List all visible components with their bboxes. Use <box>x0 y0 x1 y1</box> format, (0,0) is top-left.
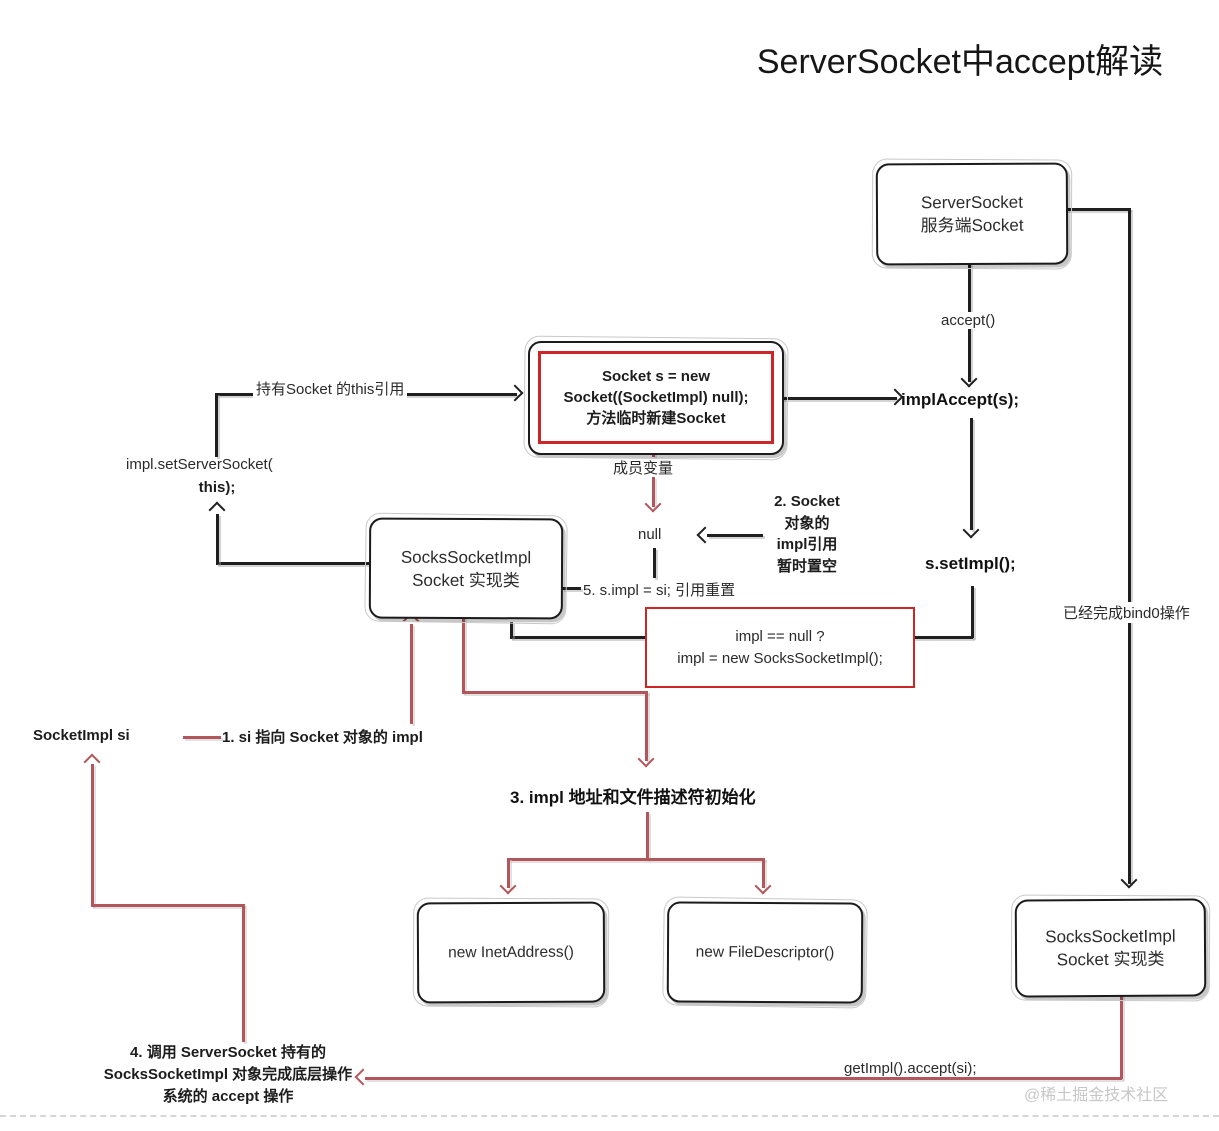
connector-step3-split-h <box>507 858 765 861</box>
connector-socksleft-down-v1 <box>462 613 465 693</box>
page-title: ServerSocket中accept解读 <box>756 43 1164 81</box>
label-null: null <box>638 526 662 543</box>
label-socketimpl-si: SocketImpl si <box>33 727 130 744</box>
node-new-inetaddress: new InetAddress() <box>416 901 606 1004</box>
label-member-var: 成员变量 <box>613 460 674 477</box>
connector-step2-to-null <box>707 534 763 537</box>
node-serversocket: ServerSocket 服务端Socket <box>875 162 1069 266</box>
connector-step4-h <box>91 904 244 907</box>
dash-step1 <box>183 736 221 739</box>
node-new-socket-line1: Socket s = new <box>602 368 710 385</box>
label-setserversocket-line2: this); <box>198 479 236 496</box>
arrowhead-up-setserversocket <box>208 501 226 519</box>
connector-socksleft-to-setserversocket-h <box>216 562 373 565</box>
connector-socksleft-down-h <box>462 691 648 694</box>
label-step2-line2: 对象的 <box>784 514 830 532</box>
connector-step4-down-v <box>242 904 245 1042</box>
label-step4-line1: 4. 调用 ServerSocket 持有的 <box>130 1044 326 1061</box>
connector-socksleft-to-setserversocket-v <box>216 514 219 564</box>
connector-serversocket-to-right-edge <box>1062 208 1130 211</box>
label-step4-line2: SocksSocketImpl 对象完成底层操作 <box>103 1066 353 1083</box>
node-new-socket-red-frame: Socket s = new Socket((SocketImpl) null)… <box>538 351 774 444</box>
node-impl-null-check: impl == null ? impl = new SocksSocketImp… <box>645 607 915 688</box>
node-new-filedescriptor: new FileDescriptor() <box>666 901 864 1004</box>
label-step5: 5. s.impl = si; 引用重置 <box>583 582 736 599</box>
node-socksimpl-left: SocksSocketImpl Socket 实现类 <box>368 517 564 620</box>
label-step2: 2. Socket 对象的 impl引用 暂时置空 <box>758 491 856 577</box>
node-serversocket-line1: ServerSocket <box>920 192 1024 213</box>
arrowhead-right-into-newsocket <box>506 384 524 402</box>
arrowhead-down-null <box>644 495 662 513</box>
connector-step4-up-v <box>91 764 94 906</box>
connector-split-right-v <box>762 858 765 888</box>
arrowhead-down-filedescriptor <box>754 877 772 895</box>
arrowhead-left-null <box>696 526 714 544</box>
node-socksimpl-right-line1: SocksSocketImpl <box>1045 926 1176 947</box>
label-step2-line3: impl引用 <box>776 536 838 553</box>
node-socksimpl-right: SocksSocketImpl Socket 实现类 <box>1014 898 1207 998</box>
label-step1: 1. si 指向 Socket 对象的 impl <box>222 729 423 746</box>
label-setimpl: s.setImpl(); <box>922 554 1019 574</box>
connector-null-bar <box>653 548 656 578</box>
connector-socksright-down <box>1120 992 1123 1079</box>
label-accept-call: accept() <box>938 312 999 329</box>
arrowhead-down-setimpl <box>962 521 980 539</box>
connector-implaccept-to-setimpl <box>970 418 973 530</box>
label-step4-line3: 系统的 accept 操作 <box>162 1088 294 1105</box>
connector-thisref-vertical <box>215 393 218 457</box>
node-socksimpl-right-line2: Socket 实现类 <box>1056 949 1165 970</box>
node-socksimpl-left-line1: SocksSocketImpl <box>400 547 532 567</box>
connector-setimpl-down <box>971 586 974 638</box>
connector-socksleft-down-v2 <box>645 691 648 761</box>
label-step4: 4. 调用 ServerSocket 持有的 SocksSocketImpl 对… <box>83 1042 373 1108</box>
node-impl-null-check-line1: impl == null ? <box>735 627 825 645</box>
node-new-socket: Socket s = new Socket((SocketImpl) null)… <box>528 341 784 455</box>
node-new-inetaddress-label: new InetAddress() <box>448 943 574 961</box>
label-bind0-done: 已经完成bind0操作 <box>1060 602 1193 623</box>
label-setserversocket-line1: impl.setServerSocket( <box>126 456 273 473</box>
label-this-ref: 持有Socket 的this引用 <box>253 378 408 399</box>
label-step2-line1: 2. Socket <box>774 493 840 510</box>
connector-newsocket-to-implaccept <box>779 397 897 400</box>
arrowhead-up-socketimpl-si <box>83 753 101 771</box>
connector-split-left-v <box>507 858 510 888</box>
arrowhead-down-into-socksimpl-right <box>1120 871 1138 889</box>
label-step3: 3. impl 地址和文件描述符初始化 <box>510 788 756 807</box>
node-new-socket-line2: Socket((SocketImpl) null); <box>563 389 749 406</box>
node-new-socket-line3: 方法临时新建Socket <box>586 410 726 427</box>
node-socksimpl-left-line2: Socket 实现类 <box>412 570 520 590</box>
connector-step3-down <box>646 812 649 860</box>
arrowhead-down-step3 <box>637 750 655 768</box>
label-step2-line4: 暂时置空 <box>776 557 837 575</box>
arrowhead-down-inetaddress <box>499 877 517 895</box>
connector-membervar-arrow <box>652 477 655 507</box>
node-serversocket-line2: 服务端Socket <box>920 215 1024 236</box>
watermark: @稀土掘金技术社区 <box>1024 1087 1169 1104</box>
arrowhead-down-accept <box>960 370 978 388</box>
connector-step5 <box>562 587 581 590</box>
node-new-filedescriptor-label: new FileDescriptor() <box>695 943 835 961</box>
connector-getimpl-accept <box>365 1077 1122 1080</box>
connector-step1-up <box>410 624 413 724</box>
bottom-dashed-divider <box>0 1115 1219 1117</box>
label-getimpl-accept: getImpl().accept(si); <box>841 1060 980 1077</box>
connector-right-vertical-bind0 <box>1128 208 1131 884</box>
node-impl-null-check-line2: impl = new SocksSocketImpl(); <box>677 649 883 667</box>
label-implaccept: implAccept(s); <box>901 390 1020 409</box>
connector-setimpl-up-into-socksleft <box>510 622 513 638</box>
